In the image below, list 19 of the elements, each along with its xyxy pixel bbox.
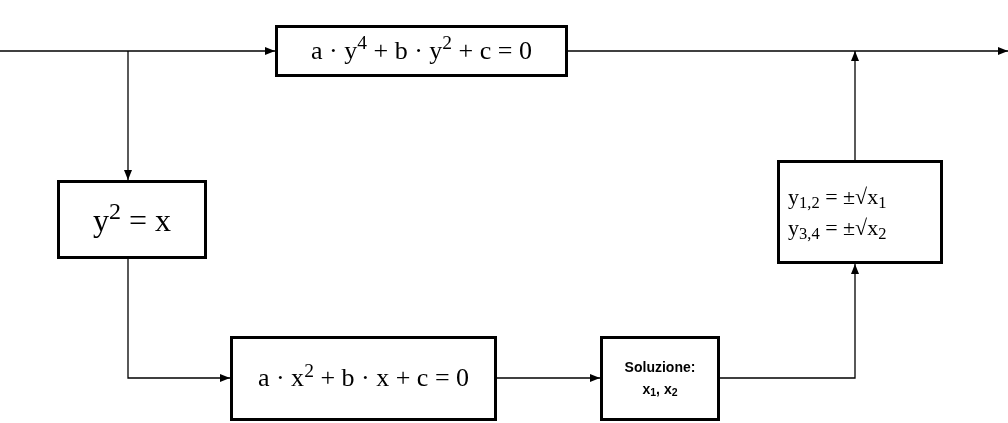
equation-box [777, 160, 943, 264]
equation-text: Soluzione: [624, 359, 696, 377]
arrow [567, 47, 1008, 55]
arrow [496, 374, 601, 382]
equation-text: y$_{3,4}$ = ±√x$_{2}$ [788, 214, 887, 242]
equation-text: y$_{1,2}$ = ±√x$_{1}$ [788, 182, 887, 210]
equation-text: a · x$^{2}$ + b · x + c = 0 [257, 362, 470, 395]
equation-text: a · y$^{4}$ + b · y$^{2}$ + c = 0 [311, 34, 532, 67]
arrow [719, 263, 859, 379]
equation-box [600, 336, 720, 421]
equation-text: x$_{1}$, x$_{2}$ [642, 380, 678, 398]
arrow [0, 47, 276, 55]
equation-text: y$^{2}$ = x [92, 199, 171, 240]
equation-box [230, 336, 497, 421]
equation-box [275, 25, 568, 77]
arrow [124, 50, 132, 181]
arrow [851, 50, 859, 161]
arrow [127, 258, 231, 382]
equation-box [57, 180, 207, 259]
